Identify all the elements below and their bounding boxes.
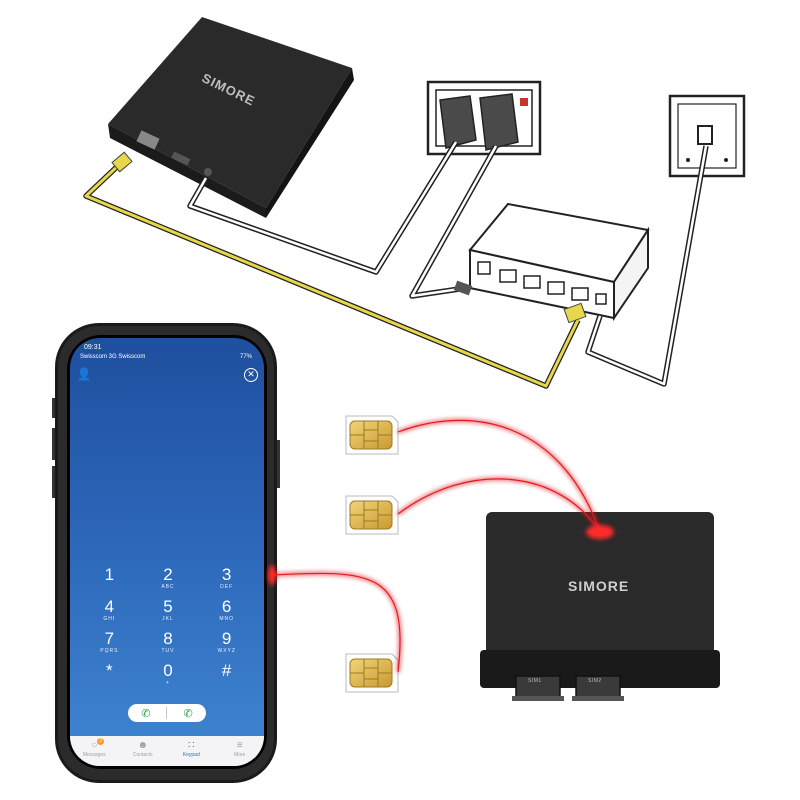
tab-label: Contacts (132, 752, 153, 758)
tab-label: Messages (82, 752, 106, 758)
add-contact-icon[interactable]: 👤 (76, 367, 92, 381)
keypad-key[interactable]: * (80, 662, 139, 689)
keypad-letters: DEF (220, 584, 234, 590)
keypad-letters: + (166, 680, 170, 686)
message-bubble-icon: ○ (91, 740, 98, 751)
keypad-letters: WXYZ (217, 648, 236, 654)
contacts-icon: ☻ (137, 740, 149, 751)
sim-card-1 (345, 415, 399, 455)
keypad-letters: GHI (103, 616, 116, 622)
status-carrier: Swisscom 3G Swisscom (80, 354, 146, 360)
keypad-digit: * (106, 661, 113, 680)
status-time: 09:31 (84, 344, 102, 351)
sim-slot-label-2: SIM2 (588, 678, 602, 684)
keypad-digit: 1 (104, 565, 115, 584)
simore-box-bottom (480, 512, 720, 701)
keypad-digit: 8 (163, 629, 173, 648)
keypad-digit: 4 (104, 597, 115, 616)
cables (83, 140, 709, 389)
sim-card-3 (345, 653, 399, 693)
keypad-letters: PQRS (100, 648, 119, 654)
tab-contacts[interactable]: ☻ Contacts (119, 736, 168, 766)
tab-messages[interactable]: ○ Messages 3 (70, 736, 119, 766)
signal-glow-phone (268, 565, 276, 585)
keypad-letters: ABC (161, 584, 175, 590)
tab-keypad[interactable]: ∷ Keypad (167, 736, 216, 766)
tab-label: More (234, 752, 246, 758)
status-battery: 77% (239, 354, 252, 360)
keypad-digit: 2 (163, 565, 173, 584)
clear-icon[interactable]: ✕ (244, 368, 258, 382)
simore-box-top (108, 17, 354, 218)
call-buttons: ✆ ✆ (128, 704, 206, 722)
phone-call-icon: ✆ (183, 707, 193, 720)
signal-glow-box (586, 525, 614, 539)
keypad-digit: # (221, 661, 232, 680)
tab-more[interactable]: ≡ More (216, 736, 265, 766)
wall-phone-socket (668, 94, 746, 178)
tab-label: Keypad (182, 752, 200, 758)
sim-card-2 (345, 495, 399, 535)
keypad-digit: 5 (163, 597, 173, 616)
tab-bar: ○ Messages 3 ☻ Contacts ∷ Keypad ≡ More (70, 736, 264, 766)
keypad-letters: TUV (161, 648, 175, 654)
keypad-digit: 0 (163, 661, 173, 680)
keypad-key[interactable]: 1 (80, 566, 139, 593)
signal-lines (271, 418, 602, 673)
wall-power-socket (426, 80, 542, 156)
more-list-icon: ≡ (236, 740, 243, 751)
call-divider (166, 707, 168, 719)
keypad-letters: JKL (162, 616, 174, 622)
phone-call-icon: ✆ (141, 707, 151, 720)
router (468, 202, 650, 322)
keypad-digit: 7 (104, 629, 115, 648)
keypad-key[interactable]: 0+ (139, 662, 198, 689)
keypad-letters: MNO (219, 616, 234, 622)
keypad-digit: 3 (221, 565, 232, 584)
keypad-key[interactable]: # (197, 662, 256, 689)
messages-badge: 3 (97, 738, 104, 745)
call-sim-1-button[interactable]: ✆ (131, 706, 161, 720)
sim-slot-label-1: SIM1 (528, 678, 542, 684)
keypad-digit: 6 (221, 597, 232, 616)
call-sim-2-button[interactable]: ✆ (173, 706, 203, 720)
brand-label-bottom: SIMORE (568, 578, 630, 594)
keypad-icon: ∷ (188, 740, 195, 751)
keypad-digit: 9 (221, 629, 232, 648)
